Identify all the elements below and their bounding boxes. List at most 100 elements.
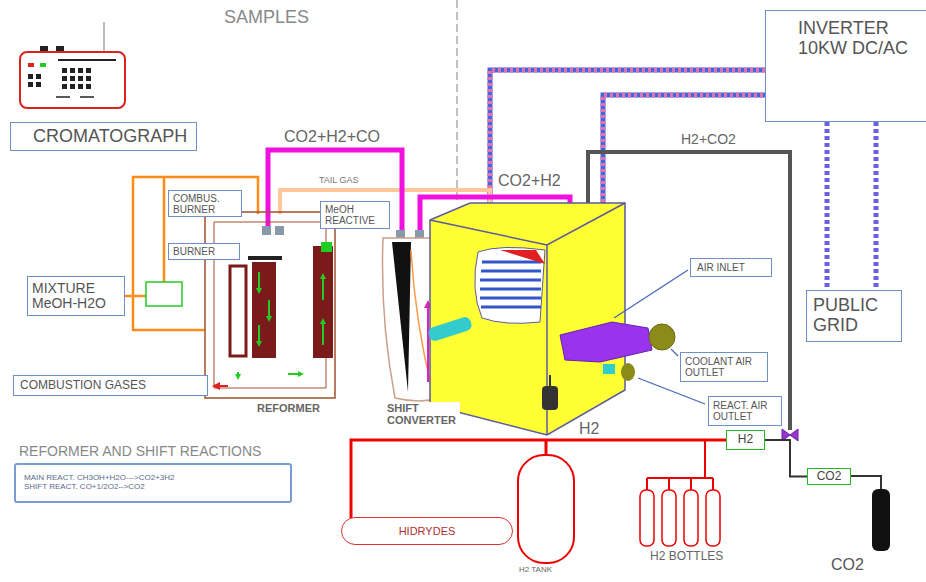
fuel-cell-stack bbox=[542, 386, 558, 410]
shift-converter-drawing bbox=[427, 302, 429, 382]
chromatograph-device bbox=[58, 59, 116, 61]
gas-tag: H2 bbox=[726, 430, 765, 450]
part-label: TAIL GAS bbox=[318, 176, 360, 186]
part-label: REFORMER bbox=[256, 402, 321, 414]
reformer-drawing bbox=[252, 262, 276, 358]
leader-line bbox=[614, 270, 705, 404]
leader-line bbox=[614, 270, 688, 318]
node-text: BURNER bbox=[173, 246, 215, 257]
chromatograph-device bbox=[104, 22, 105, 52]
part-label: H2 TANK bbox=[518, 566, 553, 575]
chromatograph-device bbox=[28, 74, 33, 79]
gas-pipe bbox=[765, 440, 807, 477]
shift-converter-drawing bbox=[392, 242, 411, 392]
leader-line bbox=[671, 349, 678, 356]
reformer-drawing bbox=[205, 212, 335, 398]
part-label-box: COMBUS. BURNER bbox=[168, 190, 242, 217]
node-text: REACT. AIR OUTLET bbox=[713, 400, 775, 422]
fuel-cell-stack bbox=[560, 322, 652, 362]
part-label: H2+CO2 bbox=[680, 132, 737, 147]
reformer-drawing bbox=[262, 226, 271, 235]
power-cable bbox=[490, 70, 765, 212]
chromatograph-device bbox=[36, 74, 41, 79]
chromatograph-device bbox=[28, 63, 34, 67]
chromatograph-device bbox=[70, 84, 75, 89]
shift-converter-drawing bbox=[411, 250, 432, 390]
reformer-drawing bbox=[214, 385, 228, 387]
node-text: H2 bbox=[738, 433, 753, 446]
reformer-drawing bbox=[237, 372, 239, 378]
chromatograph-device bbox=[40, 63, 46, 67]
fuel-cell-stack bbox=[427, 316, 473, 343]
part-label: REFORMER AND SHIFT REACTIONS bbox=[18, 444, 262, 459]
fuel-cell-stack bbox=[649, 324, 675, 350]
chromatograph-device bbox=[78, 76, 83, 81]
reformer-drawing bbox=[313, 246, 333, 358]
part-label: CO2 bbox=[830, 556, 865, 574]
fuel-feed-pipe bbox=[119, 177, 258, 330]
node-text: COMBUS. BURNER bbox=[173, 193, 235, 215]
co2-supply bbox=[872, 489, 890, 551]
reformer-drawing bbox=[248, 256, 282, 260]
power-cable bbox=[490, 70, 765, 214]
reformer-drawing bbox=[322, 320, 324, 345]
reformer-drawing bbox=[230, 266, 246, 356]
power-cable bbox=[825, 122, 830, 290]
part-label: H2 BOTTLES bbox=[649, 550, 724, 563]
fuel-cell-stack bbox=[621, 363, 635, 381]
chromatograph-device bbox=[20, 52, 125, 108]
part-label: SHIFT CONVERTER bbox=[386, 402, 460, 426]
part-label: SAMPLES bbox=[223, 8, 310, 28]
part-label-box: BURNER bbox=[168, 243, 240, 260]
fuel-cell-stack bbox=[603, 364, 615, 374]
power-cable bbox=[603, 95, 765, 214]
part-label-box: REACT. AIR OUTLET bbox=[708, 396, 782, 426]
power-cable bbox=[603, 95, 765, 214]
chromatograph-device bbox=[62, 84, 67, 89]
node-text: MeOH REACTIVE bbox=[325, 204, 383, 226]
inverter-box: INVERTER 10KW DC/AC bbox=[765, 10, 926, 122]
part-label-box: COMBUSTION GASES bbox=[13, 375, 208, 396]
hydrogen-storage bbox=[706, 490, 720, 546]
reformer-drawing bbox=[275, 226, 284, 235]
fuel-feed-pipe bbox=[146, 282, 182, 306]
part-label-box: MeOH REACTIVE bbox=[320, 201, 390, 229]
node-text: PUBLIC GRID bbox=[813, 296, 893, 336]
power-cable bbox=[874, 122, 879, 290]
fuel-cell-stack bbox=[481, 270, 541, 273]
reformer-drawing bbox=[321, 242, 332, 252]
chromatograph-device bbox=[86, 68, 91, 73]
hydrogen-pipe bbox=[351, 440, 726, 518]
chromatograph-device bbox=[62, 76, 67, 81]
chromatograph-device bbox=[36, 82, 41, 87]
fuel-cell-stack bbox=[480, 279, 541, 282]
fuel-cell-stack bbox=[475, 247, 545, 323]
node-text: INVERTER 10KW DC/AC bbox=[798, 19, 921, 59]
node-text: CO2 bbox=[817, 470, 842, 483]
hydrogen-storage bbox=[518, 440, 720, 563]
node-text: MAIN REACT. CH3OH+H2O--->CO2+3H2 bbox=[24, 474, 174, 483]
fuel-cell-stack bbox=[480, 288, 541, 291]
reformer-drawing bbox=[258, 272, 260, 292]
part-label-box: COOLANT AIR OUTLET bbox=[680, 352, 768, 382]
grid-box: PUBLIC GRID bbox=[806, 290, 902, 342]
node-text: SHIFT REACT. CO+1/2O2-->CO2 bbox=[24, 483, 145, 492]
hydrogen-storage bbox=[545, 440, 548, 455]
fuel-cell-stack bbox=[427, 203, 675, 435]
hydrogen-storage bbox=[640, 490, 654, 546]
chromatograph-device bbox=[28, 82, 33, 87]
chromatograph-device bbox=[78, 68, 83, 73]
reformer-drawing bbox=[268, 300, 270, 320]
gas-tag: CO2 bbox=[807, 468, 851, 485]
fuel-cell-stack bbox=[500, 250, 545, 264]
separator-line bbox=[456, 0, 457, 200]
node-text: HIDRYDES bbox=[399, 525, 456, 537]
power-cable bbox=[490, 70, 765, 212]
chromatograph-device bbox=[62, 68, 67, 73]
part-label: CO2+H2+CO bbox=[283, 128, 381, 146]
fuel-cell-stack bbox=[549, 375, 551, 386]
chromatograph-device bbox=[20, 22, 125, 108]
co2-supply bbox=[851, 476, 890, 551]
chromatograph-device bbox=[80, 96, 94, 98]
fuel-cell-stack bbox=[430, 203, 625, 245]
